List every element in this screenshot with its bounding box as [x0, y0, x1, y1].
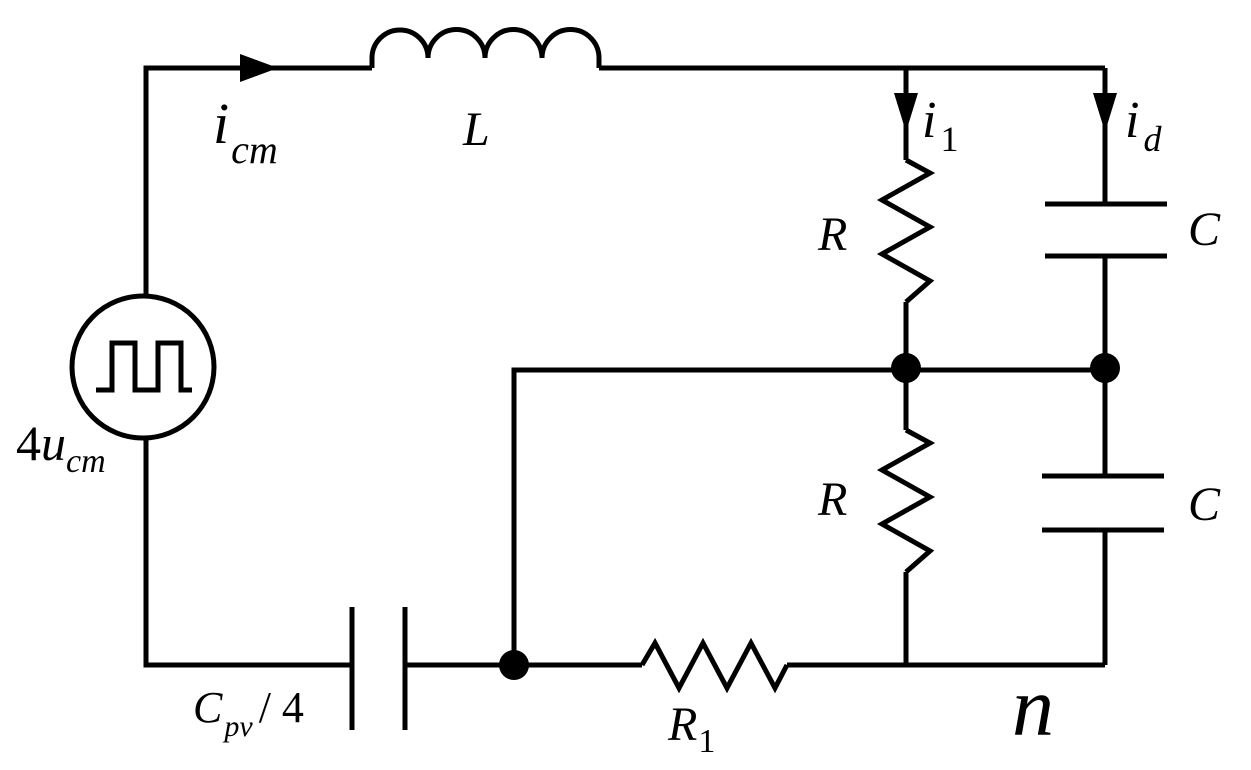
wire-left-top	[143, 65, 372, 296]
arrow-i1-icon	[894, 93, 918, 132]
resistor-r1	[639, 637, 790, 694]
resistor-r-top	[876, 157, 936, 304]
resistor-r-bottom	[876, 427, 936, 574]
label-c-top: C	[1188, 203, 1221, 256]
label-r1: R1	[667, 698, 715, 760]
label-cpv: Cpv/ 4	[193, 683, 304, 743]
capacitor-c-top	[1045, 201, 1167, 259]
capacitor-cpv	[349, 607, 408, 730]
wires	[143, 65, 1108, 668]
square-wave-source	[69, 293, 217, 441]
label-source: 4ucm	[16, 415, 106, 480]
label-c-bottom: C	[1188, 478, 1221, 531]
junction-dot-r	[891, 353, 921, 383]
wire-mid-rail	[511, 367, 1105, 665]
wire-left-bottom	[143, 438, 352, 668]
square-wave-icon	[96, 340, 192, 393]
label-node-n: n	[1012, 661, 1054, 754]
label-i-cm: icm	[213, 91, 278, 172]
inductor-l	[369, 27, 602, 68]
arrow-icm-icon	[240, 54, 278, 82]
junction-dot-left	[499, 650, 529, 680]
label-r-bottom: R	[817, 473, 847, 526]
junction-dot-c	[1090, 353, 1120, 383]
label-r-top: R	[817, 208, 847, 261]
capacitor-c-bottom	[1042, 473, 1164, 533]
arrow-id-icon	[1093, 93, 1117, 132]
label-l: L	[462, 103, 490, 156]
